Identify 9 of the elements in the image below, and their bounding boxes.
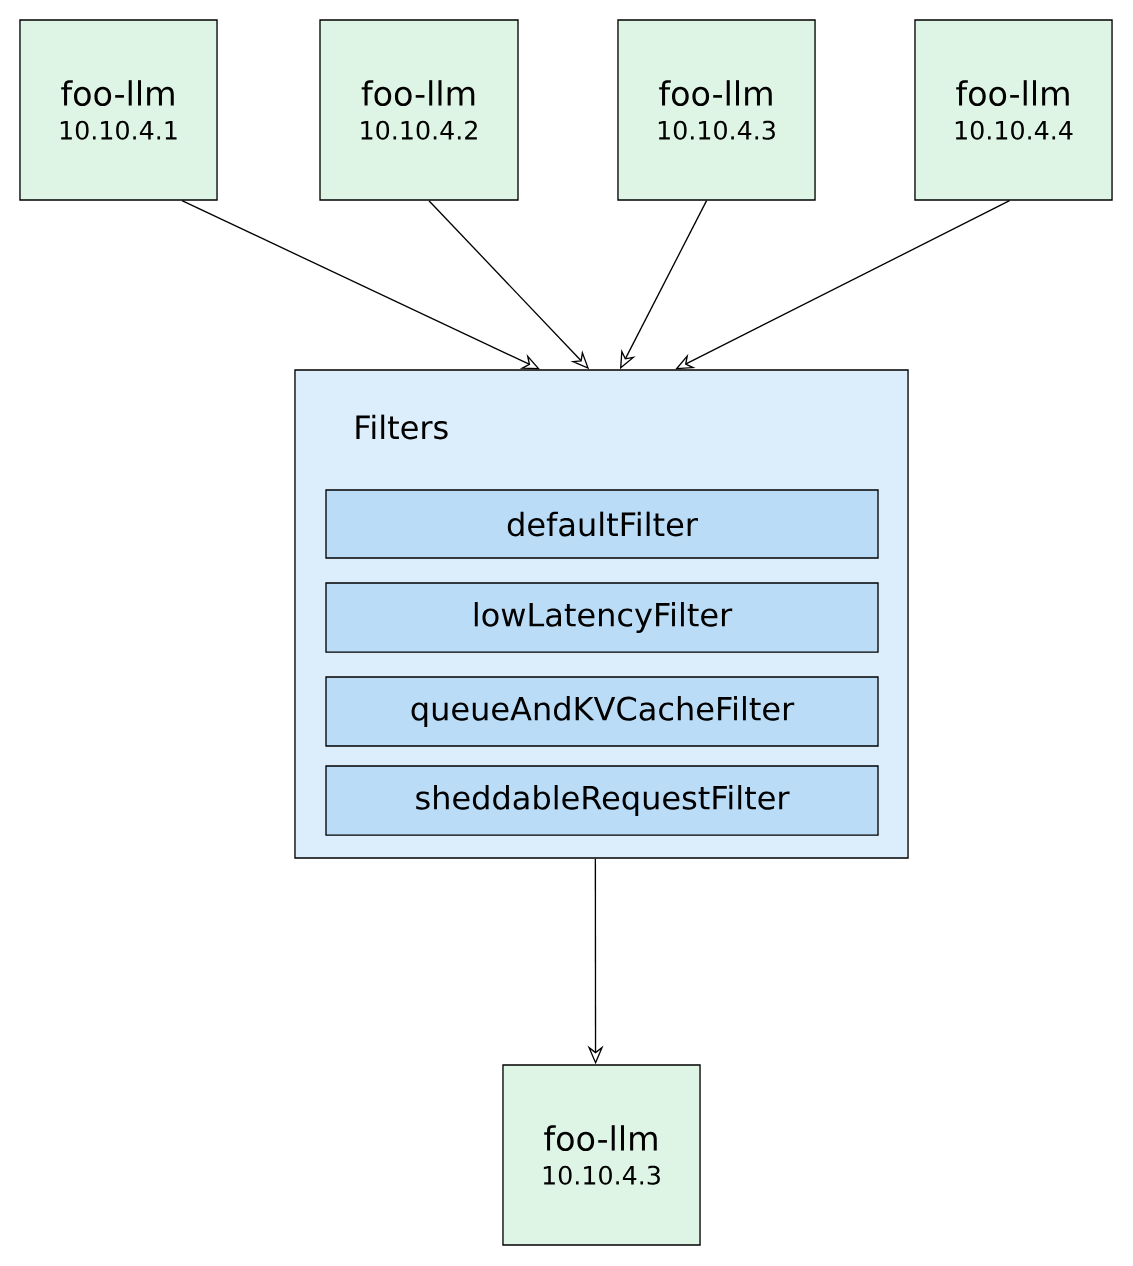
- filter-box: defaultFilter: [325, 489, 879, 559]
- filter-box: sheddableRequestFilter: [325, 765, 879, 836]
- server-box: foo-llm 10.10.4.3: [617, 19, 816, 201]
- filter-box: lowLatencyFilter: [325, 582, 879, 653]
- server-box: foo-llm 10.10.4.3: [502, 1064, 701, 1246]
- server-box: foo-llm 10.10.4.1: [19, 19, 218, 201]
- server-box: foo-llm 10.10.4.2: [319, 19, 519, 201]
- filter-box: queueAndKVCacheFilter: [325, 676, 879, 747]
- server-box: foo-llm 10.10.4.4: [914, 19, 1113, 201]
